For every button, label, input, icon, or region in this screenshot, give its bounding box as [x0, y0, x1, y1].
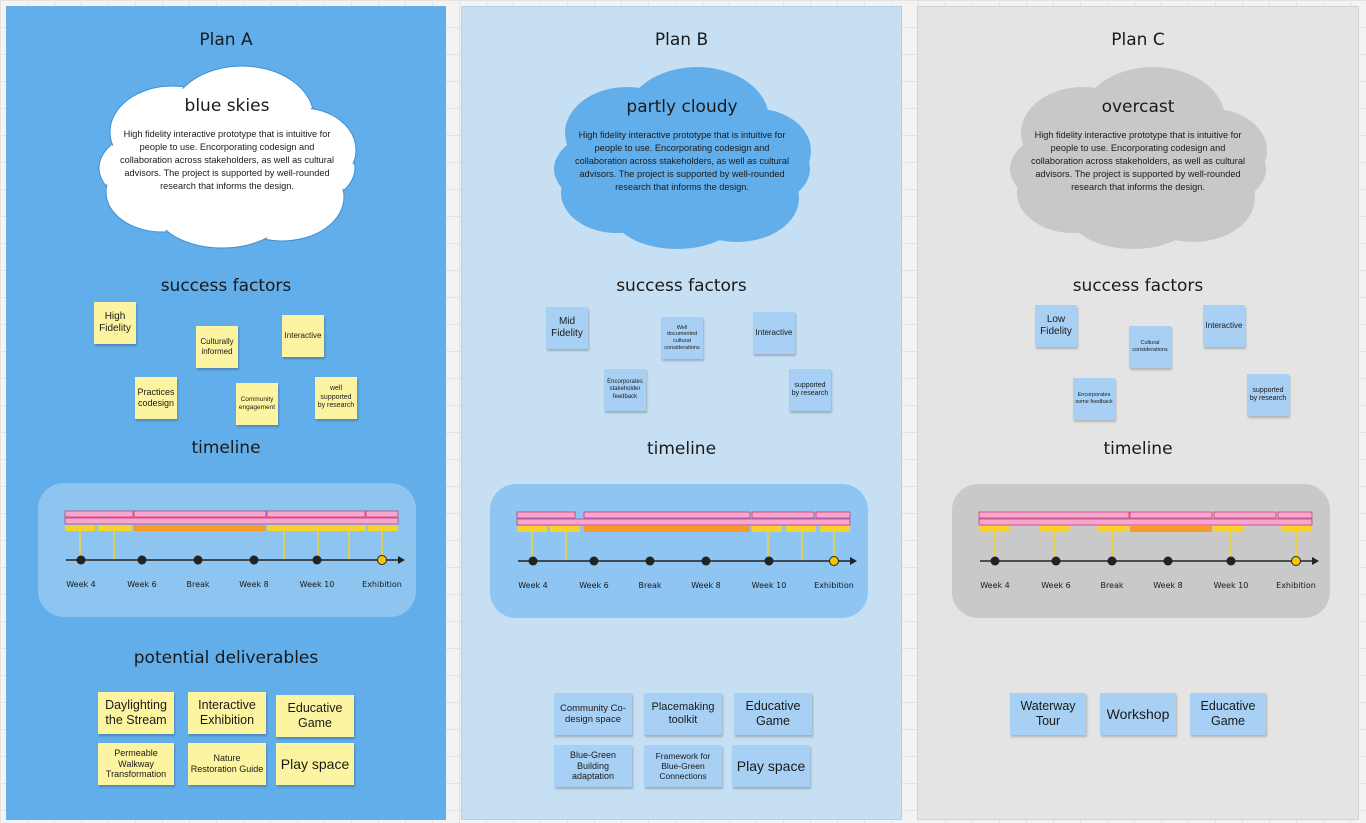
- timeline-label: Exhibition: [1276, 581, 1316, 590]
- cloud-shape: overcast High fidelity interactive proto…: [1003, 63, 1273, 253]
- sticky-note[interactable]: well supported by research: [315, 377, 357, 419]
- deliverable-sticky[interactable]: Workshop: [1100, 693, 1176, 735]
- plan-c-panel: Plan C overcast High fidelity interactiv…: [917, 6, 1359, 820]
- cloud-shape: partly cloudy High fidelity interactive …: [547, 63, 817, 253]
- weather-title: blue skies: [184, 96, 270, 116]
- deliverable-sticky[interactable]: Permeable Walkway Transformation: [98, 743, 174, 785]
- deliverable-sticky[interactable]: Educative Game: [734, 693, 812, 735]
- sticky-note[interactable]: Community engagement: [236, 383, 278, 425]
- sticky-note[interactable]: Cultural considerations: [1129, 326, 1171, 368]
- timeline-label: Break: [638, 581, 662, 590]
- success-factors-title: success factors: [616, 276, 747, 296]
- success-factors-title: success factors: [160, 276, 292, 296]
- plan-description: High fidelity interactive prototype that…: [575, 130, 789, 192]
- deliverable-sticky[interactable]: Nature Restoration Guide: [188, 743, 266, 785]
- timeline-label: Week 4: [980, 581, 1010, 590]
- timeline-gantt: Week 4 Week 6 Break Week 8 Week 10 Exhib…: [490, 484, 868, 618]
- timeline-title: timeline: [646, 439, 717, 459]
- plan-title: Plan C: [1111, 30, 1165, 50]
- timeline-label: Week 6: [1041, 581, 1071, 590]
- deliverable-sticky[interactable]: Play space: [276, 743, 354, 785]
- timeline-label: Break: [186, 580, 210, 589]
- sticky-note[interactable]: Interactive: [753, 312, 795, 354]
- timeline-label: Week 4: [66, 580, 96, 589]
- sticky-note[interactable]: supported by research: [1247, 374, 1289, 416]
- timeline-label: Exhibition: [814, 581, 854, 590]
- timeline-label: Week 10: [299, 580, 335, 589]
- weather-title: overcast: [1101, 97, 1175, 117]
- timeline-label: Week 6: [127, 580, 157, 589]
- timeline-label: Exhibition: [362, 580, 402, 589]
- deliverable-sticky[interactable]: Community Co-design space: [554, 693, 632, 735]
- sticky-note[interactable]: Well documented cultural considerations: [661, 317, 703, 359]
- timeline-gantt: Week 4 Week 6 Break Week 8 Week 10 Exhib…: [38, 483, 416, 617]
- sticky-note[interactable]: Encorporates stakeholder feedback: [604, 369, 646, 411]
- timeline-label: Week 6: [579, 581, 609, 590]
- timeline-title: timeline: [1103, 439, 1173, 459]
- plan-description: High fidelity interactive prototype that…: [120, 129, 334, 191]
- timeline-gantt: Week 4 Week 6 Break Week 8 Week 10 Exhib…: [952, 484, 1330, 618]
- sticky-note[interactable]: Low Fidelity: [1035, 305, 1077, 347]
- sticky-note[interactable]: Interactive: [1203, 305, 1245, 347]
- sticky-note[interactable]: High Fidelity: [94, 302, 136, 344]
- plan-title: Plan B: [654, 30, 709, 50]
- timeline-label: Week 8: [1153, 581, 1183, 590]
- timeline-label: Week 8: [239, 580, 269, 589]
- plan-description: High fidelity interactive prototype that…: [1031, 130, 1245, 192]
- timeline-label: Week 8: [691, 581, 721, 590]
- deliverable-sticky[interactable]: Daylighting the Stream: [98, 692, 174, 734]
- deliverable-sticky[interactable]: Play space: [732, 745, 810, 787]
- sticky-note[interactable]: Interactive: [282, 315, 324, 357]
- sticky-note[interactable]: supported by research: [789, 369, 831, 411]
- plan-a-panel: Plan A blue skies High fi: [6, 6, 446, 820]
- timeline-label: Week 10: [1213, 581, 1249, 590]
- deliverable-sticky[interactable]: Framework for Blue-Green Connections: [644, 745, 722, 787]
- plan-title: Plan A: [199, 30, 253, 50]
- success-factors-title: success factors: [1072, 276, 1204, 296]
- timeline-label: Week 4: [518, 581, 548, 590]
- timeline-label: Break: [1100, 581, 1124, 590]
- timeline-title: timeline: [191, 438, 261, 458]
- plan-b-panel: Plan B partly cloudy High fidelity inter…: [461, 6, 902, 820]
- potential-deliverables-title: potential deliverables: [133, 648, 319, 668]
- sticky-note[interactable]: Practices codesign: [135, 377, 177, 419]
- sticky-note[interactable]: Mid Fidelity: [546, 307, 588, 349]
- deliverable-sticky[interactable]: Placemaking toolkit: [644, 693, 722, 735]
- cloud-shape: blue skies High fidelity interactive pro…: [92, 62, 362, 252]
- deliverable-sticky[interactable]: Interactive Exhibition: [188, 692, 266, 734]
- deliverable-sticky[interactable]: Educative Game: [1190, 693, 1266, 735]
- timeline-label: Week 10: [751, 581, 787, 590]
- deliverable-sticky[interactable]: Blue-Green Building adaptation: [554, 745, 632, 787]
- sticky-note[interactable]: Encorporates some feedback: [1073, 378, 1115, 420]
- sticky-note[interactable]: Culturally informed: [196, 326, 238, 368]
- deliverable-sticky[interactable]: Waterway Tour: [1010, 693, 1086, 735]
- deliverable-sticky[interactable]: Educative Game: [276, 695, 354, 737]
- weather-title: partly cloudy: [626, 97, 738, 117]
